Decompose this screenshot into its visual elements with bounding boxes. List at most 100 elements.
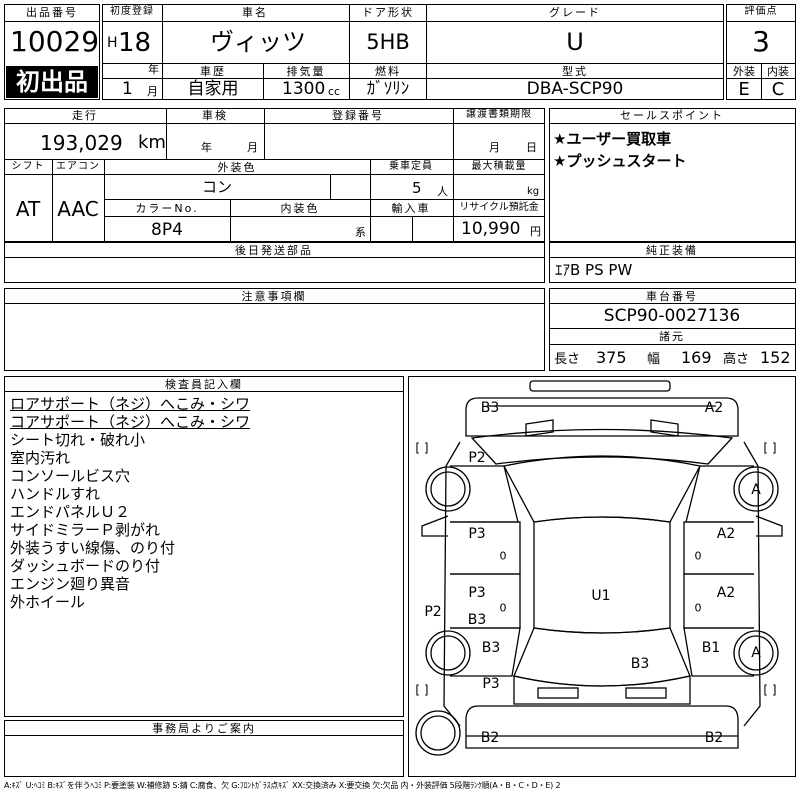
damage-mark: U1 <box>591 588 611 604</box>
transfer-label: 譲渡書類期限 <box>466 109 532 120</box>
usage: 自家用 <box>187 79 239 99</box>
car-diagram-box <box>408 376 796 777</box>
transfer-day-unit: 日 <box>526 141 537 154</box>
equipment-label: 純正装備 <box>646 244 698 257</box>
model: DBA-SCP90 <box>526 79 624 99</box>
inspector-line: コンソールビス穴 <box>10 467 131 485</box>
year-unit: 年 <box>148 63 159 76</box>
mileage: 193,029 <box>40 131 123 155</box>
height-label: 高さ <box>723 352 750 367</box>
inspector-line: サイドミラーＰ剥がれ <box>10 521 161 539</box>
legend: A:ｷｽﾞ U:ﾍｺﾐ B:ｷｽﾞを伴うﾍｺﾐ P:要塗装 W:補修跡 S:錆 … <box>4 781 561 790</box>
lot-section <box>4 4 100 100</box>
lot-number: 10029 <box>10 25 100 58</box>
interior-label: 内装 <box>767 65 789 78</box>
inspector-line: 室内汚れ <box>10 449 71 467</box>
plate-label: 登録番号 <box>332 109 384 122</box>
damage-mark: A2 <box>716 526 736 542</box>
doors-label: ドア形状 <box>362 6 414 19</box>
capacity-label: 乗車定員 <box>389 161 433 172</box>
model-label: 型式 <box>562 65 588 78</box>
fuel: ｶﾞｿﾘﾝ <box>366 79 410 99</box>
month-unit: 月 <box>147 85 158 98</box>
grade-label: グレード <box>549 6 601 19</box>
ac-label: エアコン <box>56 161 100 172</box>
int-color-unit: 系 <box>355 226 366 239</box>
sales-label: セールスポイント <box>620 109 724 122</box>
capacity: 5 <box>412 179 422 197</box>
length: 375 <box>596 348 627 367</box>
main-header-table <box>102 4 724 100</box>
inspector-line: 外ホイール <box>10 593 86 611</box>
length-label: 長さ <box>554 352 581 367</box>
displacement-label: 排気量 <box>286 65 326 78</box>
height: 152 <box>760 348 791 367</box>
ac: AAC <box>57 197 99 221</box>
capacity-unit: 人 <box>437 185 448 198</box>
grade: U <box>566 28 584 56</box>
first-reg-month: 1 <box>122 79 133 99</box>
inspector-label: 検査員記入欄 <box>165 378 243 391</box>
score: 3 <box>752 25 770 58</box>
chassis-label: 車台番号 <box>646 290 698 303</box>
damage-mark: B3 <box>467 612 487 628</box>
shift-label: シフト <box>11 161 45 172</box>
car-name: ヴィッツ <box>210 28 306 56</box>
color-no-label: カラーNo. <box>135 202 199 215</box>
load-label: 最大積載量 <box>471 161 527 172</box>
damage-mark: B2 <box>480 730 500 746</box>
inspection-year-unit: 年 <box>201 141 212 154</box>
mileage-unit: km <box>138 132 166 153</box>
damage-mark: P2 <box>424 604 442 620</box>
first-reg-label: 初度登録 <box>110 6 154 17</box>
bracket-mark: [ ] <box>763 683 777 697</box>
sales-point: ★プッシュスタート <box>553 152 687 170</box>
import-label: 輸入車 <box>391 202 431 215</box>
interior-grade: C <box>771 79 785 100</box>
later-parts-label: 後日発送部品 <box>235 244 313 257</box>
damage-mark: B1 <box>701 640 721 656</box>
chassis-box <box>549 288 796 371</box>
lot-label: 出品番号 <box>26 6 78 19</box>
inspector-line: エンドパネルＵ２ <box>10 503 131 521</box>
score-label: 評価点 <box>744 6 778 17</box>
inspector-line: ダッシュボードのり付 <box>10 557 161 575</box>
equipment-box <box>549 242 796 283</box>
equipment-value: ｴｱB PS PW <box>555 261 633 279</box>
damage-mark: P3 <box>482 676 500 692</box>
color-no: 8P4 <box>151 220 183 240</box>
damage-mark: P2 <box>468 450 486 466</box>
damage-mark: P3 <box>468 585 486 601</box>
recycle: 10,990 <box>461 219 521 239</box>
color: コン <box>201 178 233 196</box>
width: 169 <box>681 348 712 367</box>
exterior-label: 外装 <box>733 65 755 78</box>
width-label: 幅 <box>647 352 661 367</box>
car-name-label: 車名 <box>242 6 268 19</box>
inspector-line: シート切れ・破れ小 <box>10 431 146 449</box>
dims-label: 諸元 <box>659 330 685 343</box>
chassis-number: SCP90-0027136 <box>603 306 741 326</box>
damage-mark: B2 <box>704 730 724 746</box>
exterior-grade: E <box>738 79 750 100</box>
displacement-unit: cc <box>328 85 341 98</box>
damage-mark: A <box>751 482 761 498</box>
inspector-line: 外装うすい線傷、のり付 <box>10 539 176 557</box>
load-unit: kg <box>527 186 540 197</box>
damage-mark: A <box>751 645 761 661</box>
fuel-label: 燃料 <box>375 65 401 78</box>
damage-mark: B3 <box>630 656 650 672</box>
recycle-unit: 円 <box>530 225 541 238</box>
inspector-box <box>4 376 404 717</box>
bracket-mark: [ ] <box>415 441 429 455</box>
notes-label: 注意事項欄 <box>241 290 307 303</box>
zero-mark: 0 <box>694 601 702 615</box>
era-letter: H <box>107 35 118 51</box>
sales-points: ★ユーザー買取車 ★プッシュスタート <box>553 128 686 172</box>
inspector-line: エンジン廻り異音 <box>10 575 131 593</box>
color-label: 外装色 <box>217 161 257 174</box>
inspector-line: ハンドルすれ <box>10 485 101 503</box>
bracket-mark: [ ] <box>763 441 777 455</box>
damage-mark: A2 <box>704 400 724 416</box>
inspection-label: 車検 <box>202 109 228 122</box>
